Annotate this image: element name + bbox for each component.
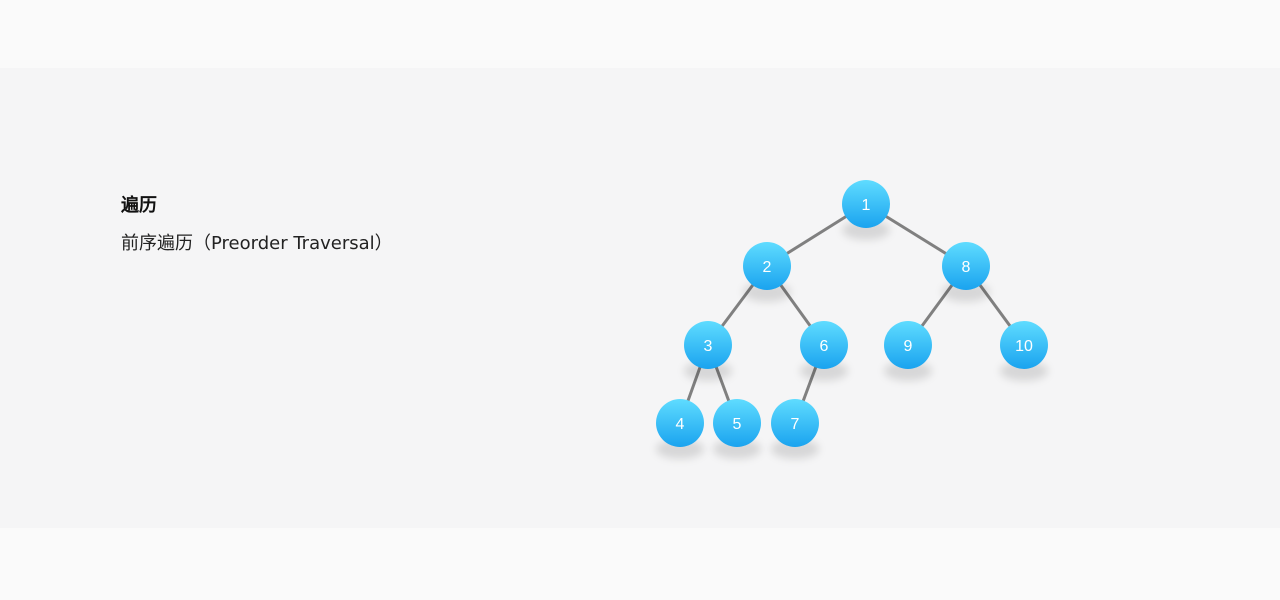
- tree-node-label: 6: [820, 338, 829, 355]
- tree-node-4: 4: [656, 399, 704, 447]
- tree-node-8: 8: [942, 242, 990, 290]
- tree-node-9: 9: [884, 321, 932, 369]
- tree-node-shadow: [884, 361, 932, 381]
- page-subtitle: 前序遍历（Preorder Traversal）: [121, 233, 393, 254]
- tree-node-shadow: [842, 220, 890, 240]
- tree-node-2: 2: [743, 242, 791, 290]
- tree-node-label: 4: [676, 416, 685, 433]
- tree-node-circle: [743, 242, 791, 290]
- tree-node-circle: [842, 180, 890, 228]
- tree-node-circle: [656, 399, 704, 447]
- tree-node-circle: [771, 399, 819, 447]
- tree-node-shadow: [942, 282, 990, 302]
- tree-node-circle: [942, 242, 990, 290]
- tree-node-label: 3: [704, 338, 713, 355]
- tree-node-circle: [884, 321, 932, 369]
- tree-node-circle: [684, 321, 732, 369]
- tree-node-shadow: [800, 361, 848, 381]
- tree-node-label: 9: [904, 338, 913, 355]
- tree-node-label: 2: [763, 259, 772, 276]
- nodes-layer: 1 2 8 3 6 9 10 4 5 7: [656, 180, 1048, 447]
- tree-node-label: 7: [791, 416, 800, 433]
- tree-node-label: 10: [1015, 338, 1033, 355]
- tree-node-shadow: [713, 439, 761, 459]
- tree-node-5: 5: [713, 399, 761, 447]
- tree-node-shadow: [1000, 361, 1048, 381]
- page-title: 遍历: [121, 195, 157, 216]
- tree-node-7: 7: [771, 399, 819, 447]
- tree-node-shadow: [684, 361, 732, 381]
- tree-node-10: 10: [1000, 321, 1048, 369]
- tree-node-circle: [713, 399, 761, 447]
- tree-node-circle: [800, 321, 848, 369]
- tree-node-3: 3: [684, 321, 732, 369]
- diagram-stage: [0, 68, 1280, 528]
- tree-node-shadow: [771, 439, 819, 459]
- tree-node-6: 6: [800, 321, 848, 369]
- tree-node-shadow: [656, 439, 704, 459]
- tree-node-circle: [1000, 321, 1048, 369]
- tree-node-label: 5: [733, 416, 742, 433]
- shadows-layer: [656, 220, 1048, 459]
- tree-node-shadow: [743, 282, 791, 302]
- tree-node-label: 1: [862, 197, 871, 214]
- tree-node-label: 8: [962, 259, 971, 276]
- tree-node-1: 1: [842, 180, 890, 228]
